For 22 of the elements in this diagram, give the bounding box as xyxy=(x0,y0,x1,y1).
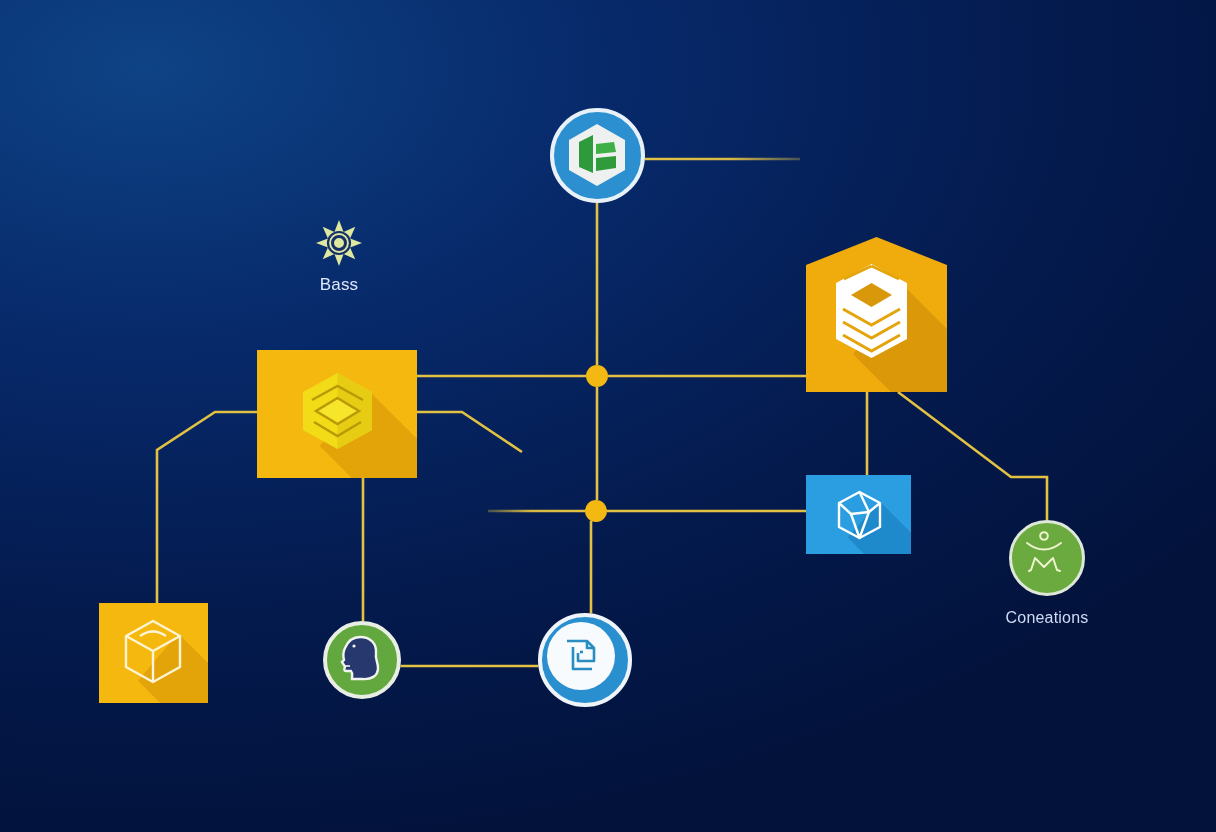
connector-line xyxy=(644,157,800,161)
connector-line xyxy=(417,374,586,378)
connector-line xyxy=(608,374,806,378)
connector-line xyxy=(400,664,539,668)
label-text: Coneations xyxy=(1005,608,1089,628)
pentagon-node xyxy=(806,237,947,392)
connector-line xyxy=(488,509,585,513)
connector-line xyxy=(607,509,806,513)
connector-line xyxy=(417,410,523,454)
connector-line xyxy=(595,387,599,501)
connector-line xyxy=(897,390,1049,520)
square-node xyxy=(99,603,208,703)
connector-line xyxy=(595,203,599,365)
connector-line xyxy=(361,478,365,621)
connector-line xyxy=(589,520,593,614)
junction-dot xyxy=(586,365,608,387)
square-node xyxy=(257,350,417,478)
rectangle-node xyxy=(806,475,911,554)
connector-line xyxy=(155,410,257,603)
junction-dot xyxy=(585,500,607,522)
label-text: Bass xyxy=(319,275,359,296)
connector-line xyxy=(865,392,869,475)
